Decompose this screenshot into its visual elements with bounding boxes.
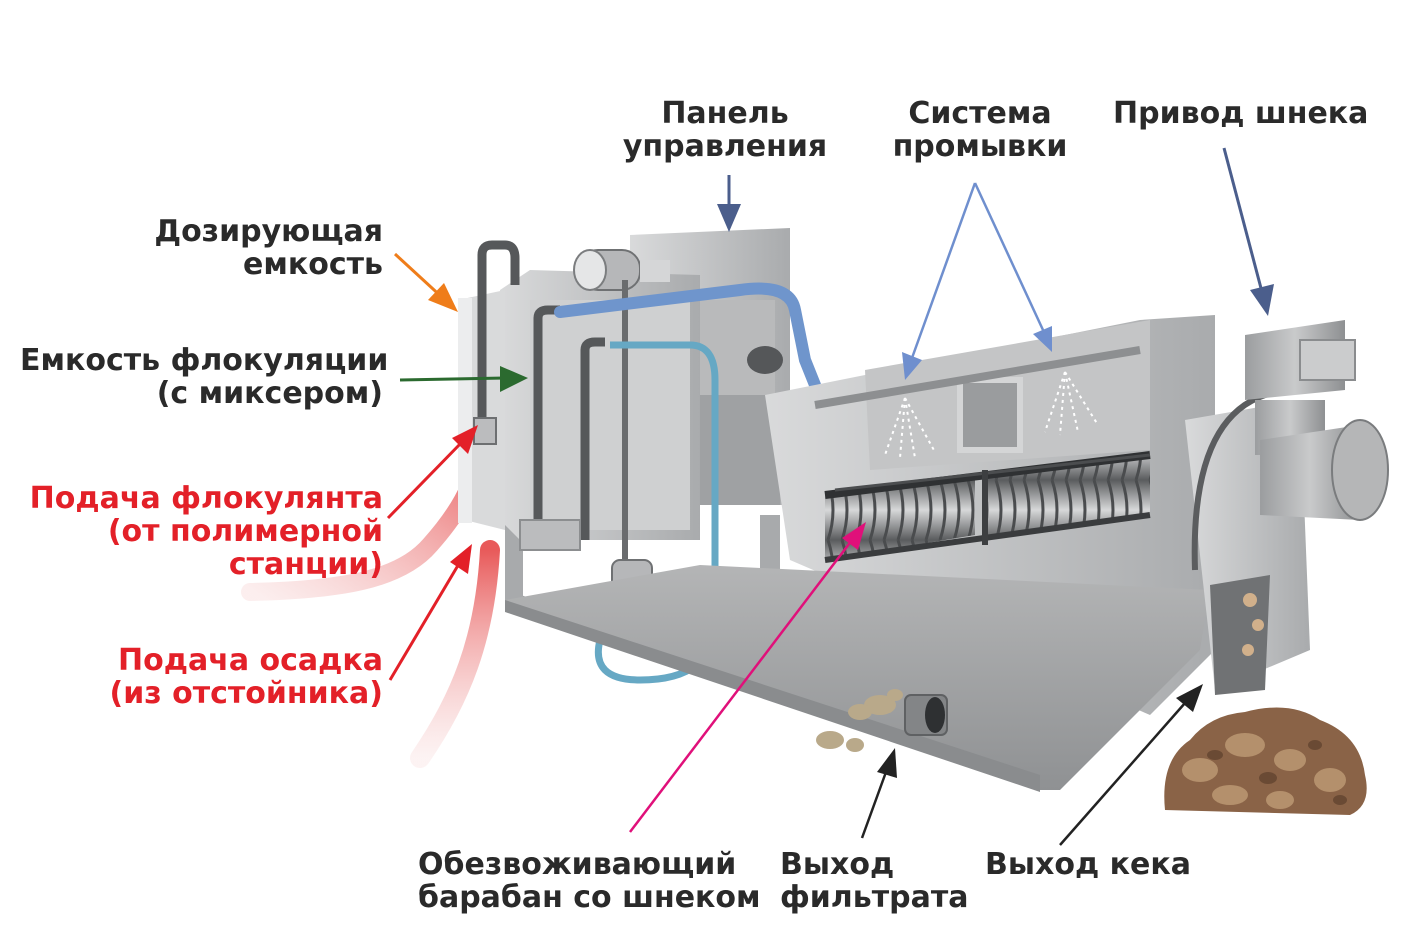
frame-leg xyxy=(505,520,523,610)
label-screw-drive: Привод шнека xyxy=(1113,96,1369,131)
filtrate-trough xyxy=(505,565,1210,790)
label-filtrate-outlet: Выход фильтрата xyxy=(780,847,969,915)
filtrate-drops xyxy=(816,689,903,752)
arrow-screw-drive xyxy=(1222,147,1264,293)
sludge-feed-pipe xyxy=(410,540,500,768)
label-cake-outlet: Выход кека xyxy=(985,847,1191,882)
arrow-cake xyxy=(1059,702,1186,846)
spray-nozzles xyxy=(884,371,1099,459)
label-flushing-system: Система промывки xyxy=(892,96,1068,164)
arrow-flushing-left xyxy=(910,182,977,359)
dosing-valve xyxy=(473,417,497,445)
flocculation-tank-face xyxy=(530,300,690,530)
label-sludge-feed: Подача осадка (из отстойника) xyxy=(109,643,383,711)
tank-pipe xyxy=(580,337,605,540)
screw-drum-1 xyxy=(825,475,975,560)
arrow-flushing-right xyxy=(973,182,1045,331)
label-flocculation-tank: Емкость флокуляции (с миксером) xyxy=(20,343,389,411)
flushing-supply-pipe xyxy=(554,282,821,391)
label-control-panel: Панель управления xyxy=(622,96,828,164)
flushing-bar xyxy=(814,346,1141,409)
sludge-cake-pile xyxy=(1164,707,1367,815)
arrow-flocculant-feed xyxy=(386,440,464,520)
label-dosing-tank: Дозирующая емкость xyxy=(154,214,383,282)
tank-pipe xyxy=(533,305,560,520)
inspection-window xyxy=(957,377,1023,453)
label-flocculant-feed: Подача флокулянта (от полимерной станции… xyxy=(29,481,383,582)
arrow-drum xyxy=(629,539,853,833)
control-panel-lower xyxy=(690,395,780,505)
arrow-filtrate xyxy=(860,771,888,839)
dosing-pipe xyxy=(477,240,520,430)
screw-drum-2 xyxy=(985,455,1150,535)
label-dewatering-drum: Обезвоживающий барабан со шнеком xyxy=(418,847,761,915)
arrows xyxy=(386,147,1274,846)
arrow-sludge-feed xyxy=(388,561,462,681)
arrow-floc-tank xyxy=(399,376,506,382)
